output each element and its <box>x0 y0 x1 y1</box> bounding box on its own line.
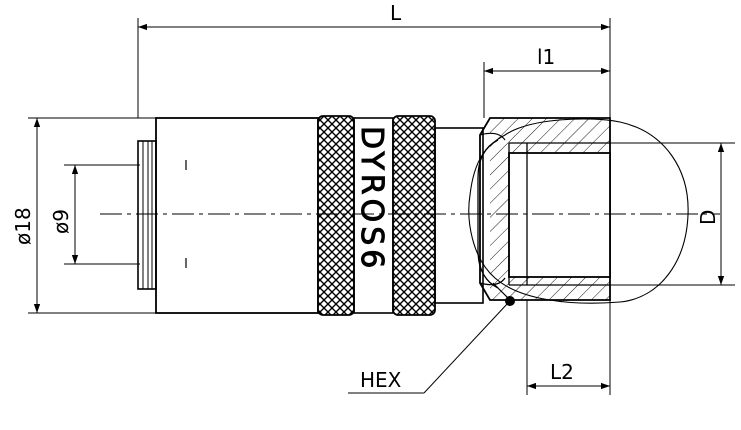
dimension-L2: L2 <box>526 300 611 395</box>
hex-label: HEX <box>360 368 402 392</box>
dimension-label-L2: L2 <box>550 360 574 384</box>
dimension-l1: l1 <box>483 45 610 118</box>
thread-bore <box>508 152 611 278</box>
knurled-ring-right <box>392 115 436 316</box>
dimension-label-L: L <box>390 1 402 25</box>
neck <box>434 127 484 304</box>
dimension-L: L <box>137 1 611 118</box>
knurled-ring-left <box>317 115 355 316</box>
dimension-diameter-9: ø9 <box>49 164 140 265</box>
body-marking: DYROS6 <box>354 126 389 272</box>
dimension-label-l1: l1 <box>537 45 555 69</box>
sleeve <box>155 117 319 314</box>
hex-nut <box>477 117 611 301</box>
section-outline <box>468 118 689 304</box>
spigot <box>137 140 157 290</box>
coupling-body: DYROS6 <box>137 115 689 316</box>
marking-band <box>353 117 394 314</box>
dimension-label-diameter-18: ø18 <box>11 207 35 245</box>
dimension-D: D <box>603 142 735 286</box>
dimension-label-D: D <box>696 210 720 225</box>
dimension-label-diameter-9: ø9 <box>49 209 73 234</box>
dimension-diameter-18: ø18 <box>11 117 160 314</box>
